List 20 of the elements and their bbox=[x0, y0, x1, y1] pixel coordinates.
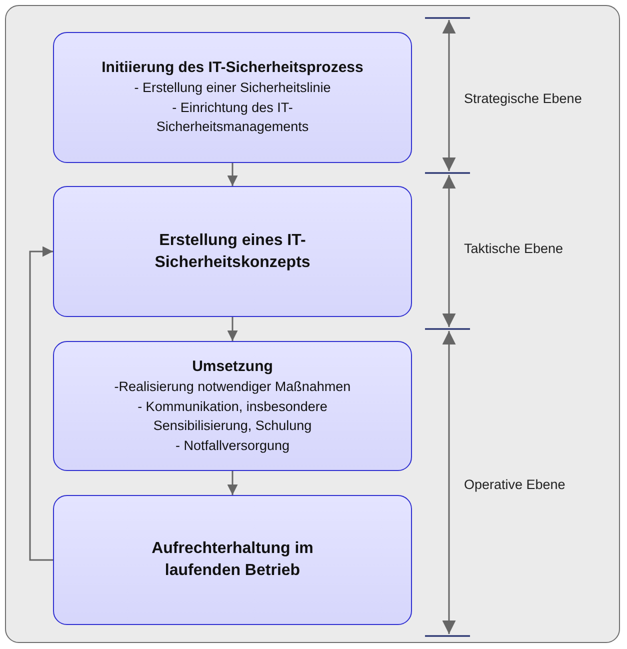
level-label: Taktische Ebene bbox=[464, 241, 564, 256]
arrow bbox=[227, 471, 238, 495]
process-box bbox=[53, 495, 412, 625]
bullet-text: - Erstellung einer Sicherheitslinie bbox=[134, 79, 331, 98]
box-heading: Aufrechterhaltung im laufenden Betrieb bbox=[150, 539, 314, 581]
arrow bbox=[29, 246, 53, 561]
level-label: Operative Ebene bbox=[464, 477, 566, 492]
process-box bbox=[53, 186, 412, 317]
box-heading: Erstellung eines IT-Sicherheitskonzepts bbox=[154, 230, 312, 272]
bullet-text: -Realisierung notwendiger Maßnahmen bbox=[114, 378, 351, 396]
bullet-text: - Kommunikation, insbesondere Sensibilisierung, Schulung bbox=[136, 398, 328, 436]
box-heading: Umsetzung bbox=[192, 356, 273, 377]
box-heading: Initiierung des IT-Sicherheitsprozess bbox=[102, 58, 364, 78]
arrow bbox=[227, 163, 238, 186]
bullet-text: - Einrichtung des IT-Sicherheitsmanagements bbox=[155, 98, 310, 136]
bullet-text: - Notfallversorgung bbox=[175, 436, 290, 455]
process-box bbox=[53, 32, 412, 163]
level-label: Strategische Ebene bbox=[464, 91, 582, 106]
arrow bbox=[227, 317, 238, 341]
process-box bbox=[53, 341, 412, 471]
